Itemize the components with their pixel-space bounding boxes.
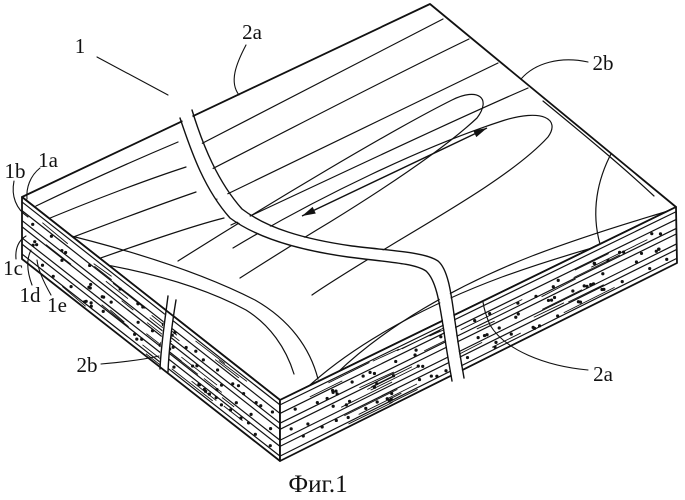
grain-direction-arrow [301,127,488,217]
ref-label-1b: 1b [5,159,26,183]
board-right-face [279,206,678,462]
leader-line-2b-top [520,59,589,80]
leader-line-1c [15,235,27,260]
board-top-face [21,3,677,401]
ref-label-1e: 1e [47,293,67,317]
ref-label-2b-top: 2b [593,51,614,75]
figure-caption: Фиг.1 [288,471,347,498]
ref-label-2a-top: 2a [242,20,263,44]
ref-label-2a-bottom: 2a [593,362,614,386]
arrowhead-left [302,206,316,216]
leader-line-1d [27,249,33,286]
leader-line-1a [26,167,41,200]
leader-line-1 [96,56,169,96]
layer-texture-right [289,232,669,438]
layer-lines-right [279,210,677,457]
board-left-face [21,196,281,462]
layer-lines-left [21,201,281,457]
ref-label-2b-bottom: 2b [77,353,98,377]
leader-line-2a-bottom [482,301,589,371]
leader-line-2b-bottom [100,355,160,365]
ref-label-1a: 1a [38,148,59,172]
break-band-left-face [159,295,177,373]
leader-line-2a-top [233,44,247,96]
break-band-top-face [179,109,465,382]
ref-label-1c: 1c [3,256,23,280]
ref-label-1d: 1d [20,283,42,307]
layer-texture-left [31,222,275,448]
leader-line-1b [12,180,29,218]
leader-line-1e [36,259,52,296]
arrowhead-right [473,128,487,138]
ref-label-1: 1 [75,34,86,58]
